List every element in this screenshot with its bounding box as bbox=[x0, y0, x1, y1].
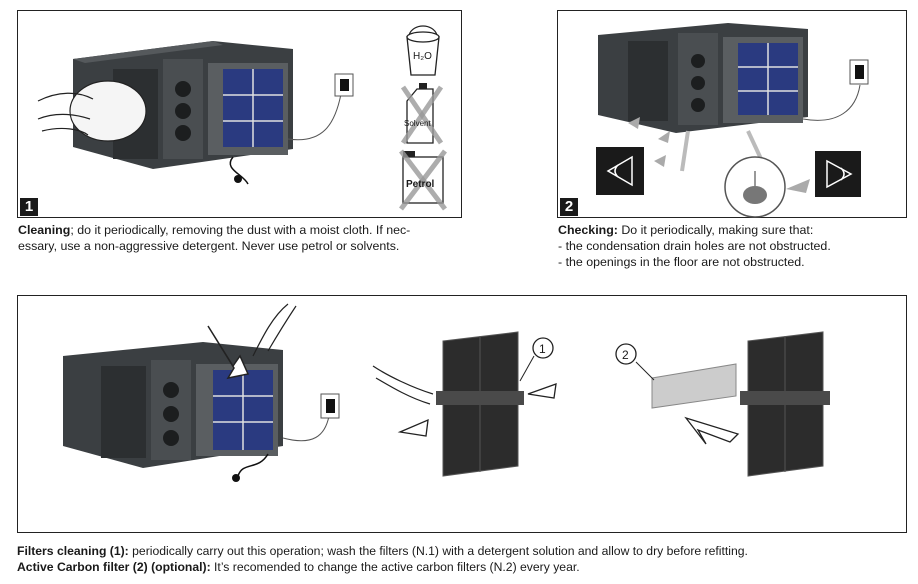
carbon-title: Active Carbon filter (2) (optional): bbox=[17, 560, 211, 574]
checking-caption-line1: Checking: Do it periodically, making sur… bbox=[558, 222, 908, 238]
water-label: H₂O bbox=[413, 51, 432, 62]
cleaning-caption: Cleaning; do it periodically, removing t… bbox=[18, 222, 468, 254]
checking-bullet-1: - the condensation drain holes are not o… bbox=[558, 239, 831, 253]
cleaning-panel: H₂O Solvent Petrol 1 bbox=[17, 10, 462, 218]
callout-2: 2 bbox=[622, 348, 629, 362]
petrol-label: Petrol bbox=[406, 179, 435, 190]
checking-illustration bbox=[596, 23, 869, 218]
checking-panel: 2 bbox=[557, 10, 907, 218]
filters-illustration bbox=[63, 303, 830, 482]
carbon-text: It’s recomended to change the active car… bbox=[210, 560, 580, 574]
hand-cloth-icon bbox=[37, 80, 147, 142]
checking-title: Checking: bbox=[558, 223, 618, 237]
solvent-can-icon bbox=[400, 83, 444, 145]
solvent-label: Solvent bbox=[404, 119, 431, 128]
eye-right-icon bbox=[815, 151, 861, 197]
checking-caption: Checking: Do it periodically, making sur… bbox=[558, 222, 908, 270]
cleaning-caption-line1: Cleaning; do it periodically, removing t… bbox=[18, 222, 468, 238]
checking-bullet-2: - the openings in the floor are not obst… bbox=[558, 255, 805, 269]
filters-title: Filters cleaning (1): bbox=[17, 544, 129, 558]
filters-text: periodically carry out this operation; w… bbox=[128, 544, 748, 558]
filters-caption: Filters cleaning (1): periodically carry… bbox=[17, 543, 912, 575]
filter-2-illustration bbox=[615, 331, 830, 477]
cleaning-text-2: essary, use a non-aggressive detergent. … bbox=[18, 239, 400, 253]
drain-detail-icon bbox=[724, 156, 810, 218]
checking-text-1: Do it periodically, making sure that: bbox=[617, 223, 814, 237]
callout-1: 1 bbox=[539, 342, 546, 356]
step-number-2: 2 bbox=[560, 198, 578, 216]
carbon-caption-line: Active Carbon filter (2) (optional): It’… bbox=[17, 559, 912, 575]
eye-left-icon bbox=[596, 147, 644, 195]
cleaning-text-1: ; do it periodically, removing the dust … bbox=[70, 223, 411, 237]
filter-1-illustration bbox=[372, 331, 557, 477]
filters-caption-line1: Filters cleaning (1): periodically carry… bbox=[17, 543, 912, 559]
step-number-1: 1 bbox=[20, 198, 38, 216]
petrol-can-icon bbox=[399, 149, 447, 211]
cleaning-title: Cleaning bbox=[18, 223, 71, 237]
water-bucket-icon bbox=[406, 25, 440, 76]
dehumidifier-illustration bbox=[37, 25, 447, 211]
filters-panel: 1 2 bbox=[17, 295, 907, 533]
